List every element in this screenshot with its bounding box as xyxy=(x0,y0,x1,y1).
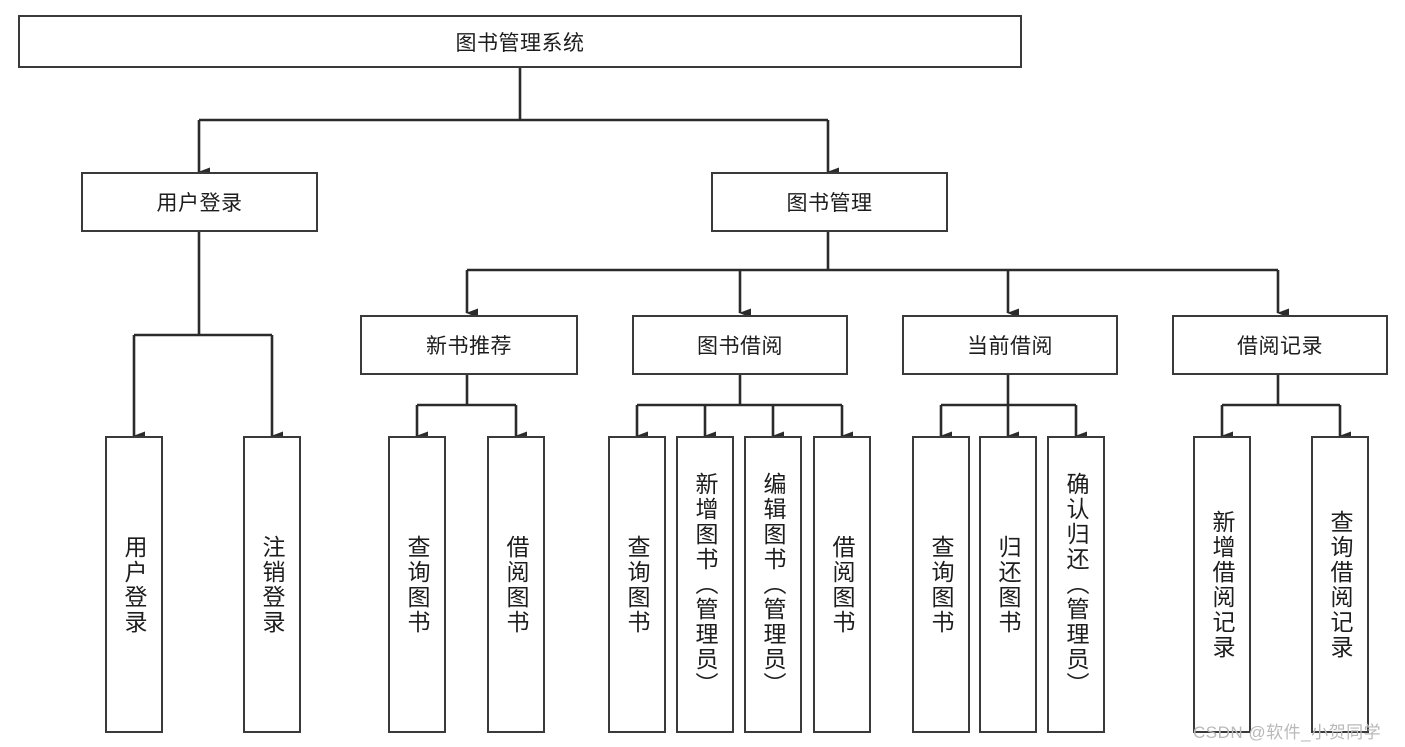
leaf-current-confirm-return-admin[interactable]: 确认归还（管理员） xyxy=(1047,436,1105,733)
node-root-system[interactable]: 图书管理系统 xyxy=(18,15,1022,68)
leaf-user-login-login[interactable]: 用户登录 xyxy=(105,436,163,733)
node-label: 借阅记录 xyxy=(1237,335,1323,358)
leaf-current-return-book[interactable]: 归还图书 xyxy=(979,436,1037,733)
node-label: 查询图书 xyxy=(928,534,955,635)
node-label: 借阅图书 xyxy=(503,534,530,635)
node-label: 确认归还（管理员） xyxy=(1063,472,1090,697)
node-label: 用户登录 xyxy=(156,192,243,215)
leaf-user-login-logout[interactable]: 注销登录 xyxy=(243,436,301,733)
leaf-record-query-record[interactable]: 查询借阅记录 xyxy=(1311,436,1369,733)
node-label: 新书推荐 xyxy=(426,335,512,358)
leaf-recommend-borrow-book[interactable]: 借阅图书 xyxy=(487,436,545,733)
node-label: 新增借阅记录 xyxy=(1209,509,1236,660)
leaf-borrow-query-book[interactable]: 查询图书 xyxy=(608,436,666,733)
node-user-login[interactable]: 用户登录 xyxy=(81,172,318,232)
node-label: 图书管理 xyxy=(786,192,873,215)
node-label: 借阅图书 xyxy=(829,534,856,635)
node-book-borrow[interactable]: 图书借阅 xyxy=(632,315,848,375)
node-label: 查询借阅记录 xyxy=(1327,509,1354,660)
node-book-management[interactable]: 图书管理 xyxy=(711,172,948,232)
node-label: 归还图书 xyxy=(995,534,1022,635)
node-label: 注销登录 xyxy=(259,534,286,635)
node-label: 新增图书（管理员） xyxy=(692,472,719,697)
node-label: 当前借阅 xyxy=(967,335,1053,358)
node-new-book-recommend[interactable]: 新书推荐 xyxy=(360,315,578,375)
leaf-record-add-record[interactable]: 新增借阅记录 xyxy=(1193,436,1251,733)
node-current-borrow[interactable]: 当前借阅 xyxy=(902,315,1118,375)
leaf-current-query-book[interactable]: 查询图书 xyxy=(912,436,970,733)
csdn-watermark: CSDN @软件_小贺同学 xyxy=(1193,723,1382,742)
leaf-borrow-add-book-admin[interactable]: 新增图书（管理员） xyxy=(676,436,734,733)
node-label: 查询图书 xyxy=(624,534,651,635)
node-label: 图书管理系统 xyxy=(455,31,585,55)
node-label: 查询图书 xyxy=(404,534,431,635)
node-label: 图书借阅 xyxy=(697,335,783,358)
node-label: 编辑图书（管理员） xyxy=(760,472,787,697)
node-label: 用户登录 xyxy=(121,534,148,635)
leaf-recommend-query-book[interactable]: 查询图书 xyxy=(388,436,446,733)
leaf-borrow-borrow-book[interactable]: 借阅图书 xyxy=(813,436,871,733)
node-borrow-record[interactable]: 借阅记录 xyxy=(1172,315,1388,375)
leaf-borrow-edit-book-admin[interactable]: 编辑图书（管理员） xyxy=(744,436,802,733)
